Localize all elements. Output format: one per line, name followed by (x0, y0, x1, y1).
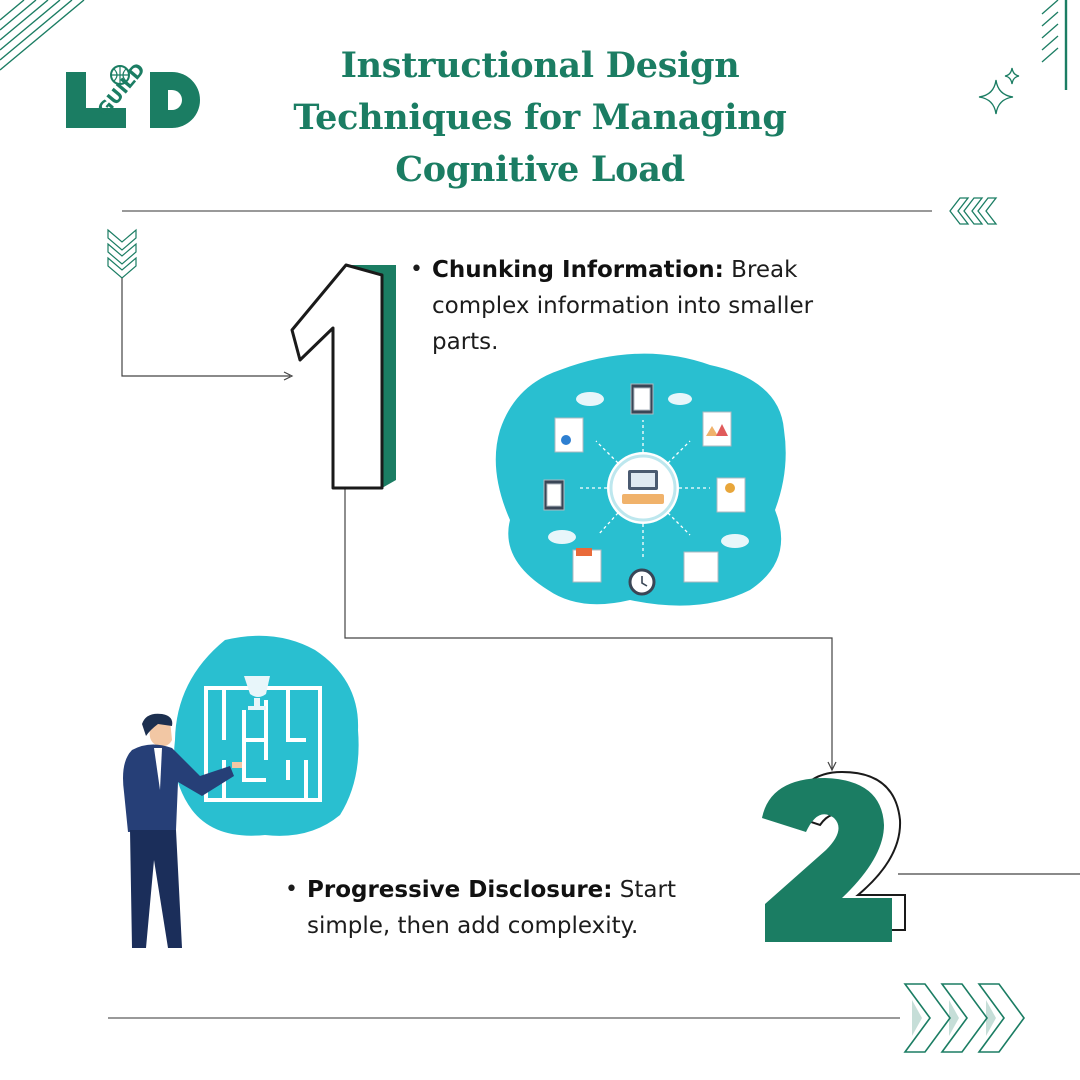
page-title: Instructional Design Techniques for Mana… (250, 40, 830, 196)
logo: GUILD (66, 59, 200, 128)
arrow-chevrons-icon (949, 197, 998, 225)
step-2-term: Progressive Disclosure: (307, 877, 613, 903)
step-1-text: • Chunking Information: Break complex in… (410, 252, 892, 360)
step-1-term: Chunking Information: (432, 257, 724, 283)
title-line: Cognitive Load (395, 149, 685, 190)
maze-illustration (174, 635, 359, 836)
chunking-illustration (495, 353, 786, 606)
step-2-number (762, 770, 906, 942)
step-2-desc-line: Start (619, 877, 676, 903)
bullet-dot: • (285, 877, 298, 902)
arrow-chevrons-icon (903, 983, 1025, 1053)
step-1-number (290, 263, 396, 490)
connector-line (344, 488, 833, 770)
title-line: Instructional Design (340, 45, 740, 86)
title-line: Techniques for Managing (293, 97, 787, 138)
step-1-desc-line: Break (731, 257, 798, 283)
connector-line (121, 278, 290, 377)
step-1-desc-line: parts. (432, 329, 499, 355)
chevron-cluster-icon (107, 228, 137, 279)
diagonal-lines-icon (1041, 0, 1068, 90)
sparkle-icon (978, 67, 1020, 115)
businessman-illustration (123, 713, 242, 948)
step-2-text: • Progressive Disclosure: Start simple, … (285, 872, 727, 944)
diagonal-lines-icon (0, 0, 85, 71)
bullet-dot: • (410, 257, 423, 282)
step-2-desc-line: simple, then add complexity. (307, 913, 639, 939)
step-1-desc-line: complex information into smaller (432, 293, 814, 319)
